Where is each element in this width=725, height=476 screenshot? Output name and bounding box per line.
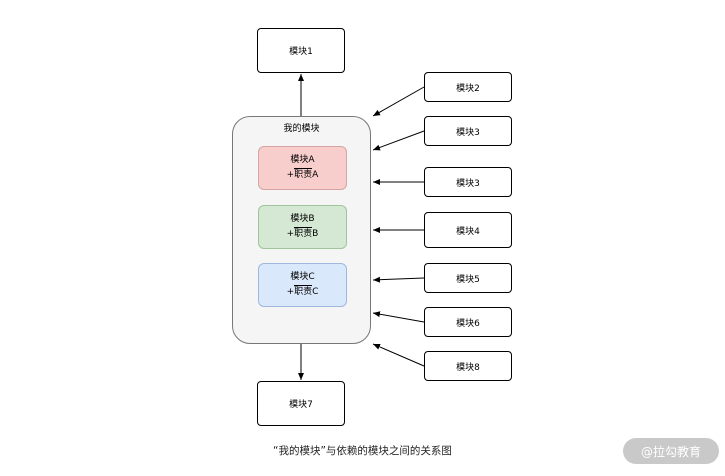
module3a-box: 模块3: [424, 116, 512, 146]
module-b-duty: +职责B: [286, 229, 319, 239]
module2-box: 模块2: [424, 72, 512, 102]
module-a-box: 模块A +职责A: [258, 146, 347, 190]
arrow-from-module8: [372, 343, 425, 367]
module-c-box: 模块C +职责C: [258, 263, 347, 307]
module2-label: 模块2: [456, 83, 480, 94]
module-b-name: 模块B: [290, 213, 315, 224]
module8-label: 模块8: [456, 362, 480, 373]
module4-label: 模块4: [456, 226, 480, 237]
module3a-label: 模块3: [456, 127, 480, 138]
arrow-from-module5: [372, 276, 425, 283]
module6-box: 模块6: [424, 307, 512, 337]
module4-box: 模块4: [424, 212, 512, 248]
module1-label: 模块1: [289, 47, 313, 57]
my-module-title: 我的模块: [283, 124, 320, 134]
arrow-from-module6: [372, 311, 425, 323]
module6-label: 模块6: [456, 318, 480, 329]
module-c-duty: +职责C: [286, 287, 319, 297]
module-c-name: 模块C: [290, 271, 315, 282]
watermark-logo: @拉勾教育: [623, 438, 719, 464]
module8-box: 模块8: [424, 351, 512, 381]
my-module-container: 我的模块 模块A +职责A 模块B +职责B 模块C +职责C: [232, 116, 371, 344]
module7-box: 模块7: [257, 381, 345, 426]
module1-box: 模块1: [257, 28, 345, 73]
module3b-label: 模块3: [456, 178, 480, 189]
module5-label: 模块5: [456, 274, 480, 285]
figure-caption: “我的模块”与依赖的模块之间的关系图: [273, 445, 452, 457]
module-a-name: 模块A: [290, 154, 315, 165]
arrow-from-module3a: [372, 130, 425, 151]
module-b-box: 模块B +职责B: [258, 205, 347, 249]
module5-box: 模块5: [424, 263, 512, 293]
module7-label: 模块7: [289, 400, 313, 410]
module-a-duty: +职责A: [286, 170, 319, 180]
module-b-divider: [293, 227, 312, 228]
module3b-box: 模块3: [424, 167, 512, 197]
module-a-divider: [293, 168, 312, 169]
arrow-from-module2: [372, 86, 425, 117]
module-c-divider: [293, 285, 312, 286]
